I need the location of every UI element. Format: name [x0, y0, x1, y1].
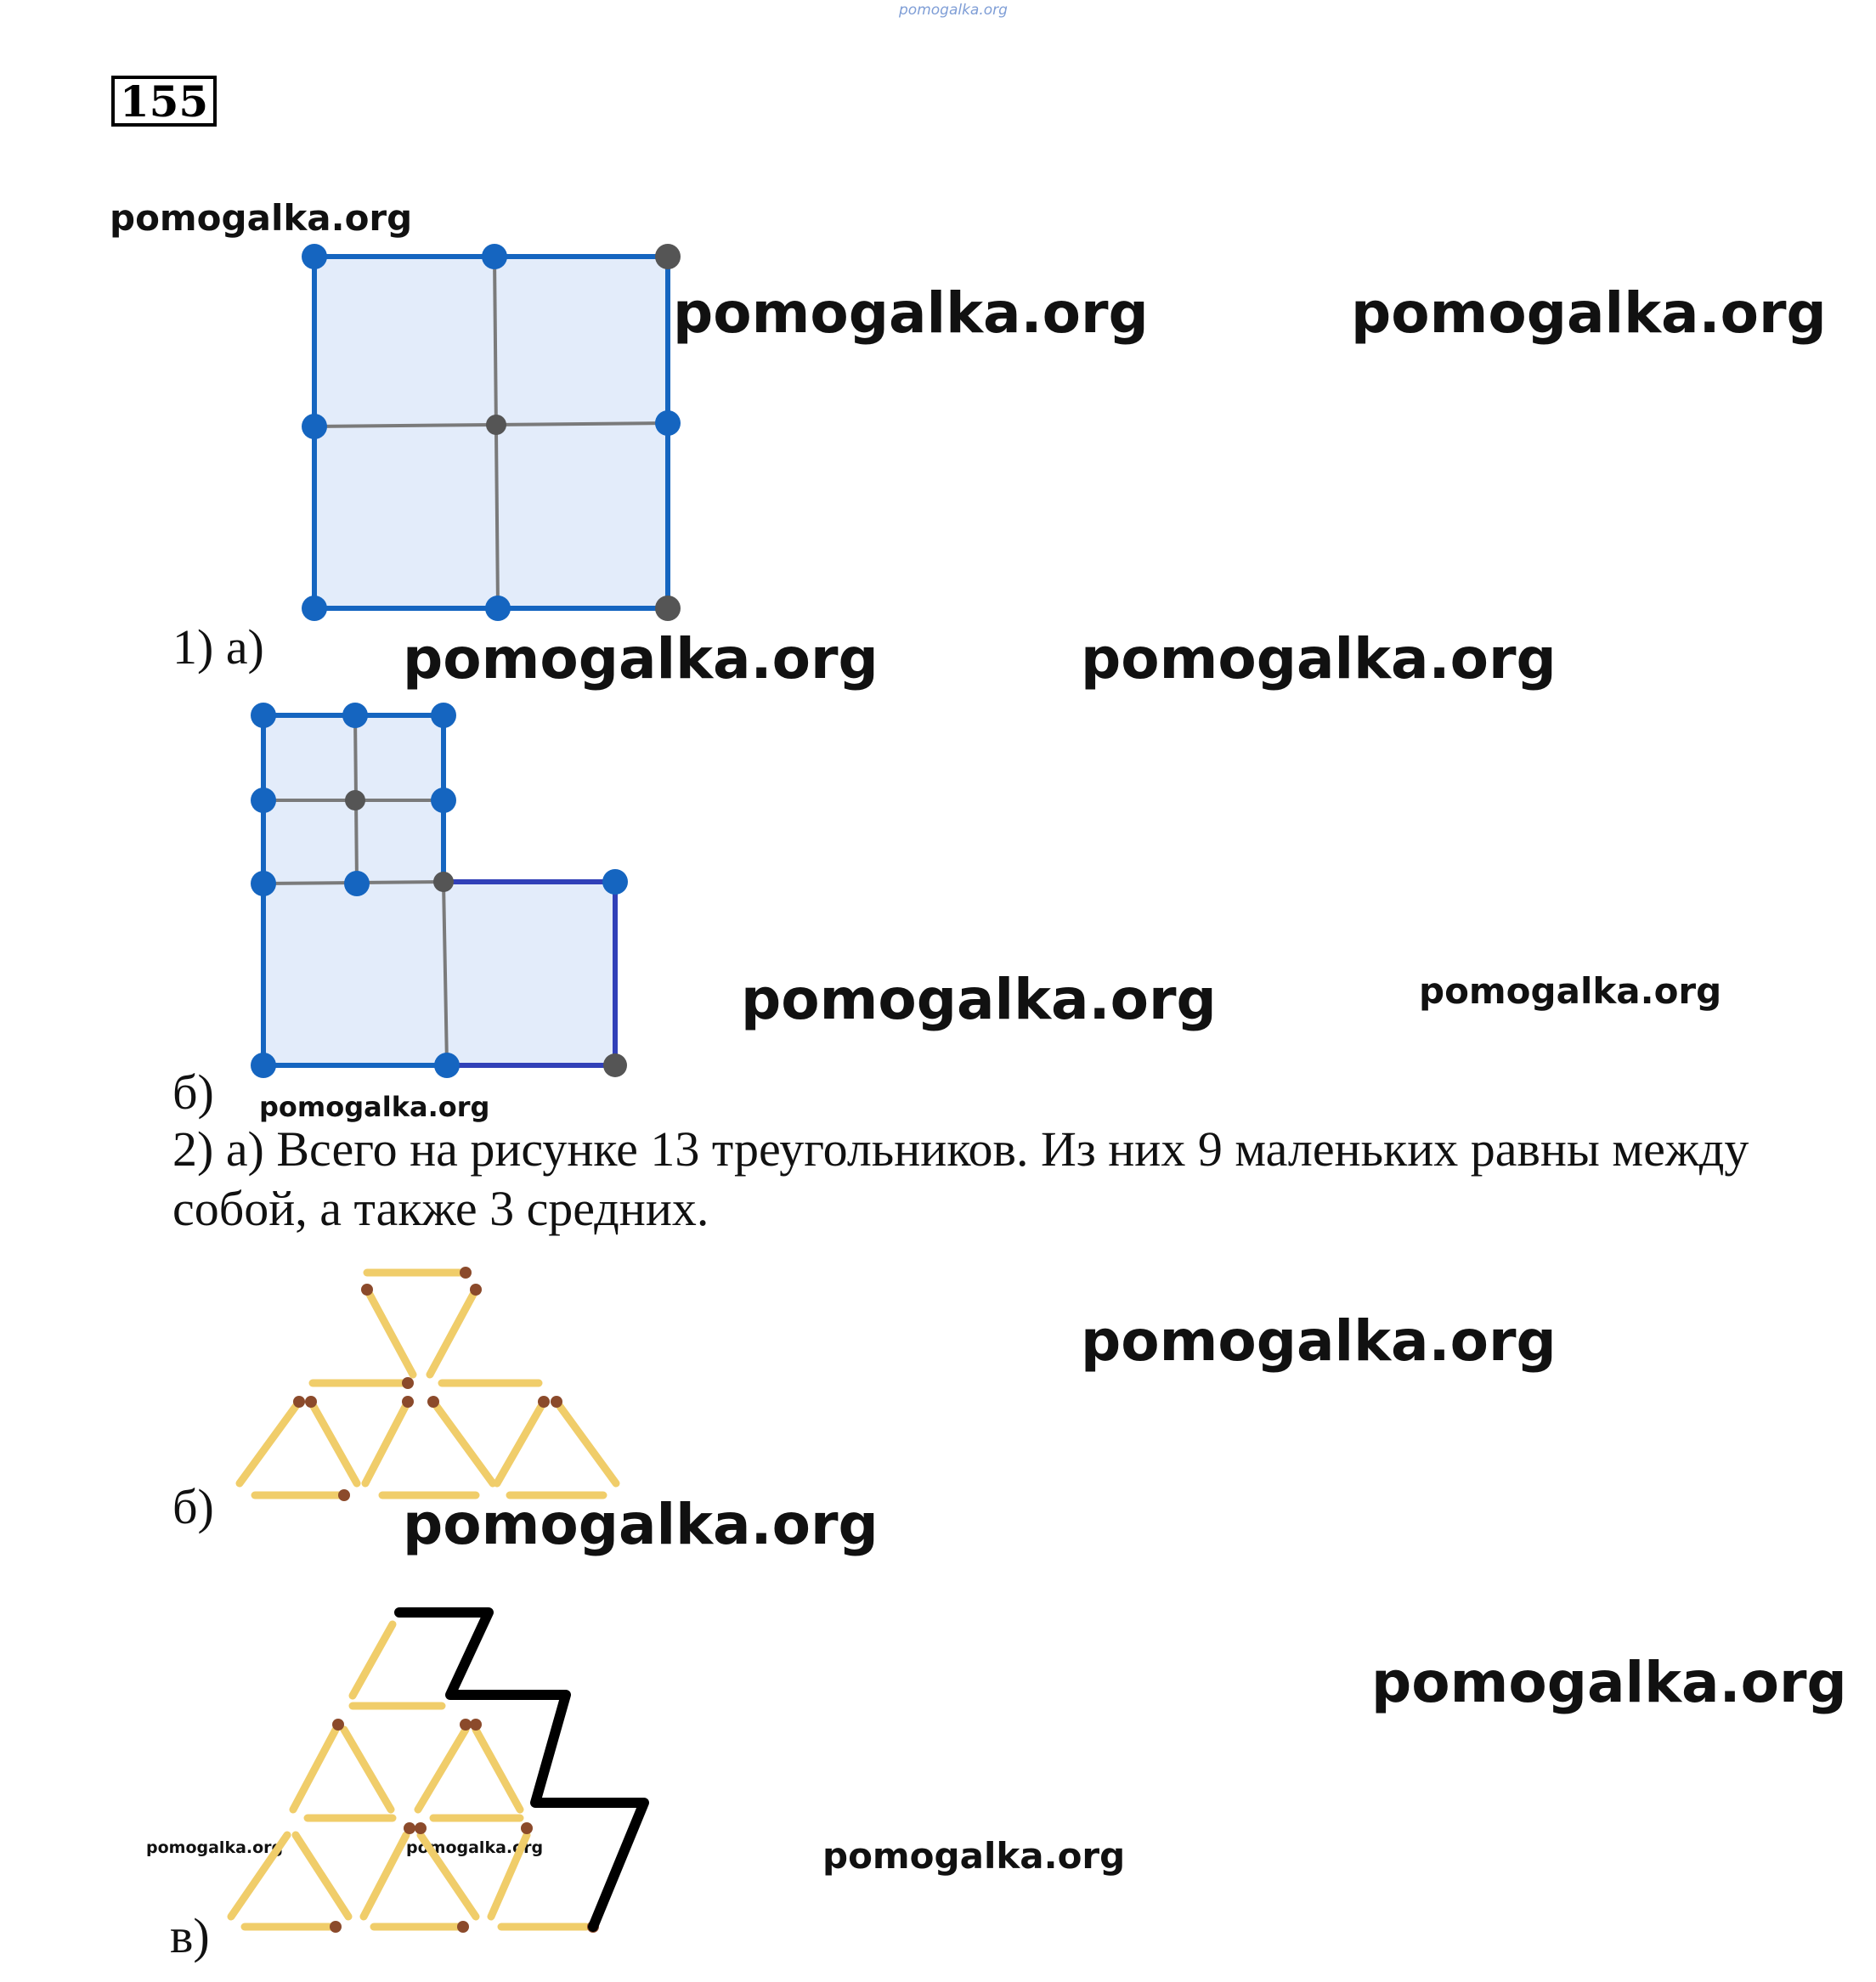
watermark: pomogalka.org: [146, 1838, 284, 1857]
watermark: pomogalka.org: [1351, 280, 1827, 346]
part-2a-text: 2) а) Всего на рисунке 13 треугольников.…: [172, 1121, 1749, 1236]
part-1b-label: б): [172, 1064, 214, 1120]
watermark: pomogalka.org: [403, 1492, 879, 1557]
watermark: pomogalka.org: [406, 1838, 544, 1857]
watermark: pomogalka.org: [110, 197, 413, 239]
top-watermark: pomogalka.org: [899, 2, 1008, 19]
watermark: pomogalka.org: [822, 1835, 1126, 1877]
problem-number: 155: [111, 76, 217, 127]
part-2c-label: в): [170, 1908, 210, 1963]
watermark: pomogalka.org: [403, 626, 879, 692]
watermark: pomogalka.org: [259, 1091, 490, 1123]
watermark: pomogalka.org: [1081, 626, 1557, 692]
part-2b-label: б): [172, 1479, 214, 1534]
part-1a-label: 1) а): [172, 619, 264, 675]
watermark: pomogalka.org: [673, 280, 1149, 346]
watermark: pomogalka.org: [741, 967, 1217, 1032]
watermark: pomogalka.org: [1081, 1308, 1557, 1374]
watermark: pomogalka.org: [1371, 1650, 1847, 1715]
watermark: pomogalka.org: [1419, 970, 1722, 1012]
